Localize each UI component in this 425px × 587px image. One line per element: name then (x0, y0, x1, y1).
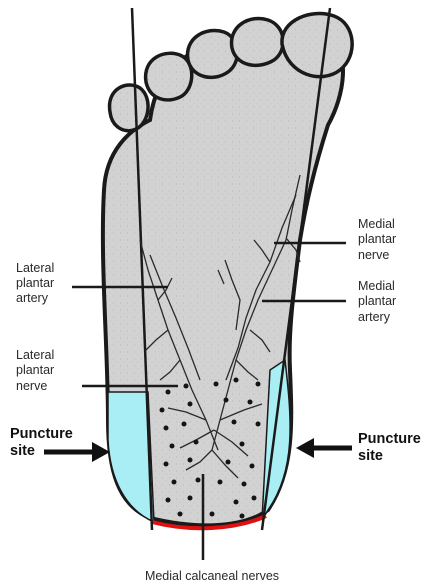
puncture-arrow-right (296, 438, 352, 458)
puncture-arrow-left (44, 442, 110, 462)
label-medial-calcaneal-nerves: Medial calcaneal nerves (145, 569, 279, 583)
label-lateral-plantar-artery: Lateral plantar artery (16, 261, 58, 305)
label-lateral-plantar-nerve: Lateral plantar nerve (16, 348, 58, 393)
third-toe (188, 30, 238, 77)
label-medial-plantar-nerve: Medial plantar nerve (358, 217, 400, 262)
big-toe (282, 14, 352, 77)
label-medial-plantar-artery: Medial plantar artery (358, 279, 400, 324)
second-toe (232, 18, 284, 65)
label-puncture-site-right: Puncture site (358, 431, 425, 464)
fourth-toe (146, 53, 192, 100)
little-toe (110, 85, 149, 131)
